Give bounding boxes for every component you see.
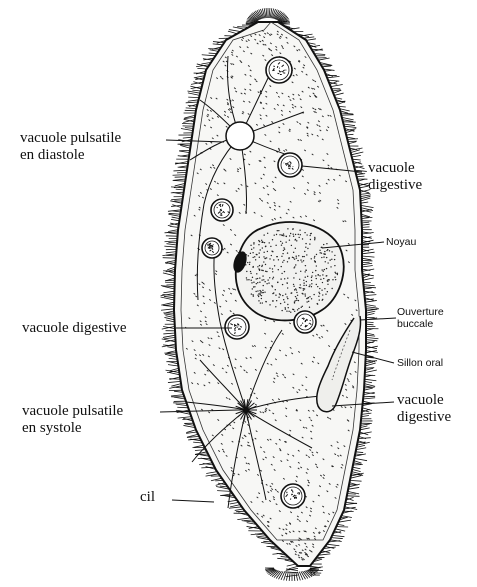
label-digestive-left: vacuole digestive [22,320,127,337]
label-digestive-upper-right-line2: digestive [368,177,422,194]
label-digestive-upper-right: vacuole digestive [368,160,422,194]
label-noyau: Noyau [386,236,416,248]
label-pulsatile-diastole-line2: en diastole [20,147,121,164]
label-pulsatile-systole: vacuole pulsatile en systole [22,403,123,437]
label-digestive-lower-right-line1: vacuole [397,392,451,409]
label-ouverture-buccale: Ouverture buccale [397,306,444,330]
pulsatile-vacuole-diastole [226,122,254,150]
label-ouverture-line1: Ouverture [397,306,444,318]
label-ouverture-line2: buccale [397,318,444,330]
label-digestive-lower-right-line2: digestive [397,409,451,426]
label-digestive-lower-right: vacuole digestive [397,392,451,426]
label-digestive-upper-right-line1: vacuole [368,160,422,177]
label-sillon-oral: Sillon oral [397,357,443,369]
label-pulsatile-diastole-line1: vacuole pulsatile [20,130,121,147]
label-pulsatile-diastole: vacuole pulsatile en diastole [20,130,121,164]
label-pulsatile-systole-line1: vacuole pulsatile [22,403,123,420]
macronucleus [236,222,344,320]
label-cil: cil [140,489,155,506]
label-pulsatile-systole-line2: en systole [22,420,123,437]
